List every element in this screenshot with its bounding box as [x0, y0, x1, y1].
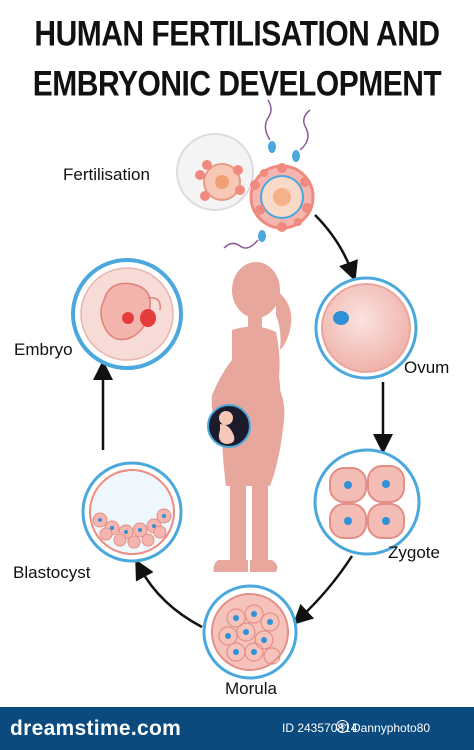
stock-footer-bar: dreamstime.com ID 243570814 © Dannyphoto…: [0, 707, 474, 750]
label-zygote: Zygote: [388, 543, 440, 562]
brand-logo-text: dreamstime.com: [10, 717, 182, 740]
morula-illustration: [202, 584, 298, 680]
label-ovum: Ovum: [404, 358, 450, 377]
author-name: Dannyphoto80: [352, 721, 431, 735]
arrow-zygote-to-morula: [292, 555, 354, 625]
label-morula: Morula: [225, 679, 277, 698]
blastocyst-illustration: [81, 461, 183, 563]
arrow-fertilisation-to-ovum: [314, 214, 358, 282]
title-line-2: EMBRYONIC DEVELOPMENT: [32, 64, 442, 104]
label-fertilisation: Fertilisation: [63, 165, 150, 184]
fertilisation-illustration: [176, 99, 315, 249]
title-line-1: HUMAN FERTILISATION AND: [34, 14, 440, 54]
cycle-arrows: [93, 214, 393, 629]
copyright-icon: ©: [336, 720, 349, 733]
zygote-illustration: [313, 448, 421, 556]
embryo-illustration: [71, 258, 183, 370]
ovum-illustration: [314, 276, 418, 380]
development-cycle-diagram: [71, 99, 421, 680]
arrow-morula-to-blastocyst: [135, 559, 203, 629]
fetus-icon: [207, 404, 251, 448]
label-blastocyst: Blastocyst: [13, 563, 91, 582]
label-embryo: Embryo: [14, 340, 73, 359]
